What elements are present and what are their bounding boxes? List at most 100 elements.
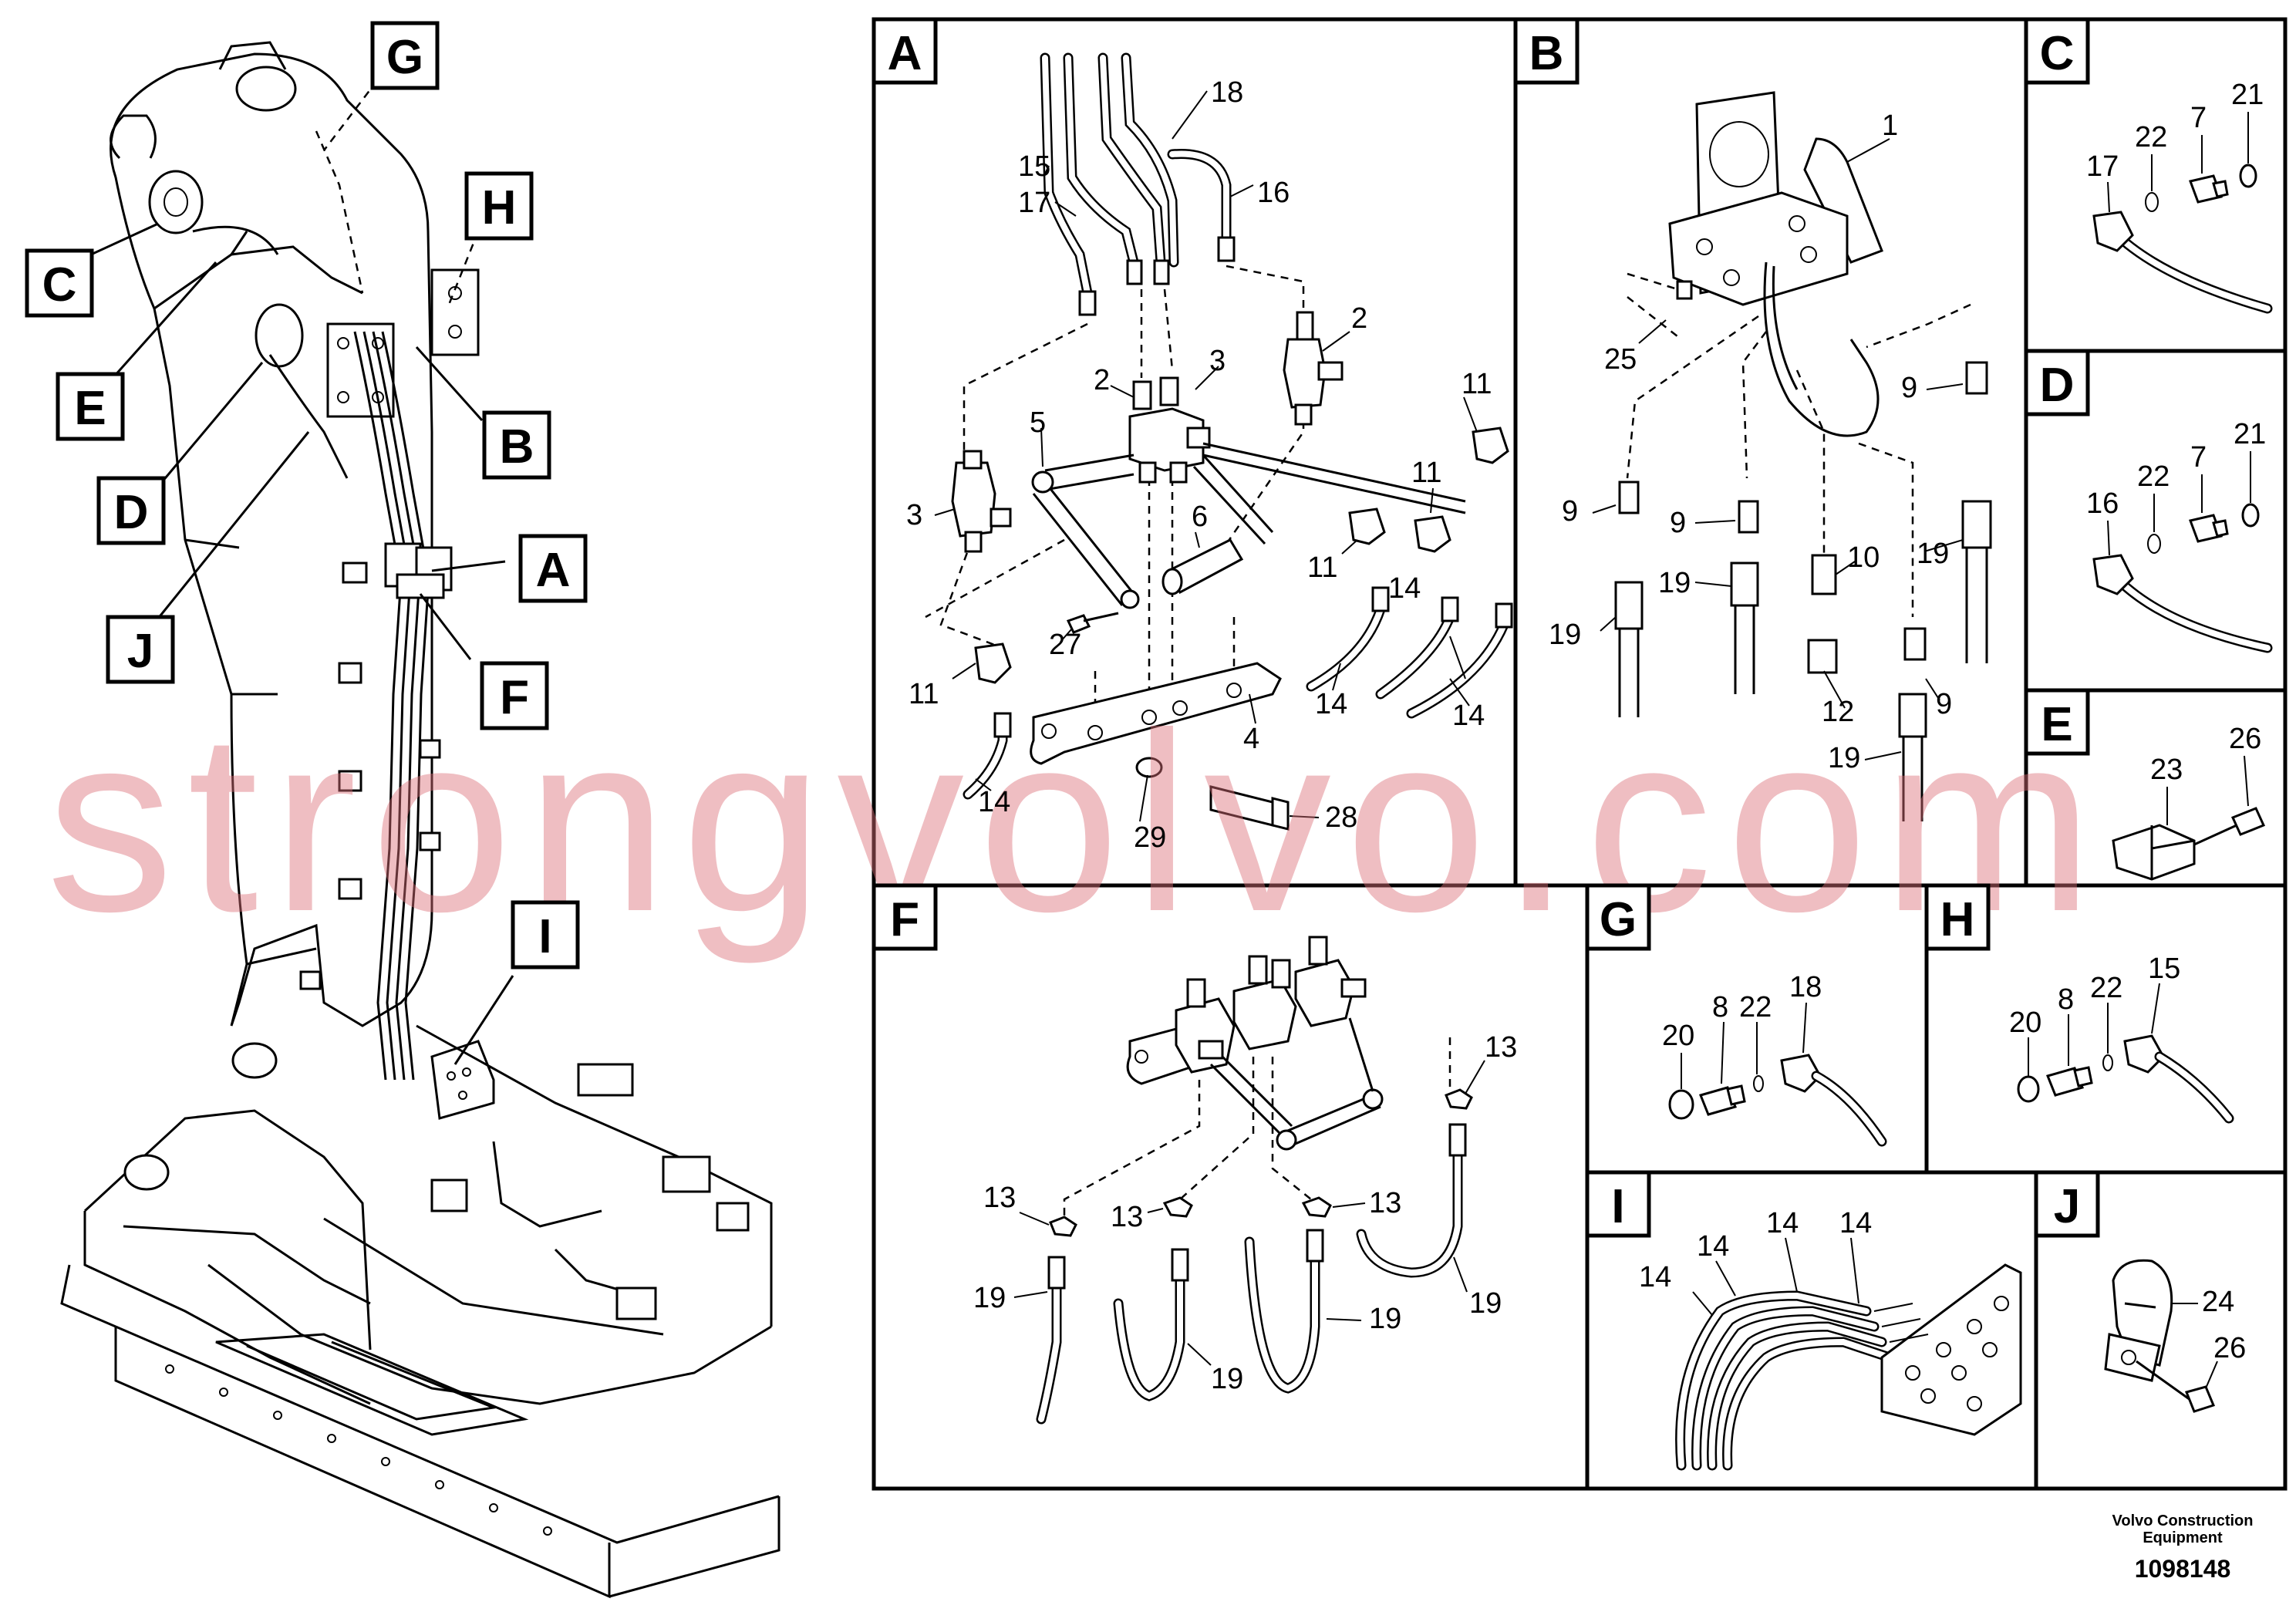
panel-j-drawing (2104, 1259, 2218, 1413)
callout-j[interactable]: J (106, 615, 175, 684)
part-label: 6 (1192, 501, 1208, 533)
part-label: 21 (2231, 79, 2264, 111)
panel-d-part-labels: 21 22 7 16 (2086, 418, 2266, 520)
part-label: 11 (1411, 457, 1441, 489)
part-label: 9 (1901, 372, 1917, 404)
part-label: 18 (1789, 971, 1822, 1003)
callout-e[interactable]: E (56, 372, 125, 441)
panel-b-tab[interactable]: B (1513, 17, 1580, 85)
panel-f-part-labels: 13 13 13 13 19 19 19 19 (973, 1031, 1517, 1395)
footer-company-line2: Equipment (2143, 1529, 2223, 1546)
part-label: 2 (1094, 364, 1110, 396)
part-label: 14 (1697, 1230, 1729, 1263)
panel-f-drawing (1013, 936, 1485, 1425)
part-label: 15 (1018, 150, 1050, 183)
part-label: 15 (2148, 953, 2180, 985)
svg-text:B: B (500, 420, 534, 474)
svg-text:I: I (1611, 1180, 1624, 1233)
svg-text:J: J (127, 625, 153, 678)
svg-text:H: H (1940, 893, 1975, 946)
svg-text:B: B (1529, 27, 1564, 80)
part-label: 25 (1604, 343, 1637, 376)
callout-f[interactable]: F (480, 661, 549, 730)
callout-c[interactable]: C (25, 248, 94, 318)
part-label: 14 (1452, 700, 1485, 732)
panel-c-part-labels: 21 22 7 17 (2086, 79, 2264, 183)
part-label: 14 (1315, 688, 1347, 720)
panel-i-part-labels: 14 14 14 14 (1639, 1207, 1872, 1293)
watermark-text: strongvolvo.com (46, 679, 2108, 966)
overview-callouts: G H C E B D A J F I (25, 21, 588, 969)
callout-h[interactable]: H (464, 171, 534, 241)
footer-block: Volvo Construction Equipment 1098148 (2112, 1512, 2254, 1583)
part-label: 13 (1485, 1031, 1517, 1064)
callout-g[interactable]: G (370, 21, 440, 90)
panel-f-tab[interactable]: F (872, 883, 938, 951)
part-label: 4 (1243, 723, 1259, 755)
callout-d[interactable]: D (96, 476, 166, 545)
part-label: 14 (1388, 572, 1421, 605)
panel-a-drawing (925, 52, 1513, 831)
part-label: 19 (1469, 1287, 1502, 1320)
callout-i[interactable]: I (511, 900, 580, 969)
panel-d-tab[interactable]: D (2024, 349, 2090, 416)
panel-j-part-labels: 24 26 (2202, 1286, 2246, 1364)
part-label: 19 (1369, 1303, 1401, 1335)
panel-e-tab[interactable]: E (2024, 688, 2090, 756)
svg-text:J: J (2054, 1180, 2080, 1233)
svg-text:D: D (114, 486, 149, 539)
part-label: 7 (2190, 102, 2207, 134)
part-label: 22 (1739, 991, 1772, 1023)
part-label: 20 (1662, 1020, 1694, 1052)
svg-text:C: C (2040, 27, 2075, 80)
callout-a[interactable]: A (518, 534, 588, 603)
part-label: 8 (2058, 983, 2074, 1016)
panel-i-tab[interactable]: I (1585, 1170, 1651, 1238)
part-label: 9 (1936, 688, 1952, 720)
svg-text:G: G (386, 31, 423, 84)
panel-g-part-labels: 18 8 22 20 (1662, 971, 1822, 1052)
part-label: 26 (2229, 723, 2261, 755)
part-label: 12 (1822, 696, 1854, 728)
svg-text:A: A (536, 544, 571, 597)
part-label: 19 (1549, 619, 1581, 651)
part-label: 18 (1211, 76, 1243, 109)
part-label: 19 (1828, 742, 1860, 774)
part-label: 29 (1134, 821, 1166, 854)
svg-text:G: G (1600, 893, 1637, 946)
panel-g-drawing (1668, 1002, 1887, 1147)
part-label: 3 (906, 499, 922, 531)
svg-text:A: A (888, 27, 922, 80)
svg-text:E: E (74, 382, 106, 435)
part-label: 22 (2135, 121, 2167, 153)
panel-h-tab[interactable]: H (1924, 883, 1991, 951)
footer-company-line1: Volvo Construction (2112, 1512, 2254, 1529)
panel-c-tab[interactable]: C (2024, 17, 2090, 85)
panel-a-tab[interactable]: A (872, 17, 938, 85)
panel-a-part-labels: 18 15 17 16 2 2 3 5 3 6 11 11 11 27 11 1… (906, 76, 1492, 854)
panel-g-tab[interactable]: G (1585, 883, 1651, 951)
panel-b-drawing (1592, 91, 1992, 821)
part-label: 17 (1018, 187, 1050, 219)
part-label: 14 (978, 786, 1010, 818)
part-label: 17 (2086, 150, 2119, 183)
part-label: 28 (1325, 801, 1357, 834)
part-label: 14 (1766, 1207, 1799, 1239)
callout-b[interactable]: B (482, 410, 551, 480)
panel-j-tab[interactable]: J (2034, 1170, 2100, 1238)
part-label: 7 (2190, 441, 2207, 474)
part-label: 2 (1351, 302, 1367, 335)
part-label: 20 (2009, 1007, 2041, 1039)
part-label: 8 (1712, 991, 1728, 1023)
part-label: 13 (983, 1182, 1016, 1214)
part-label: 19 (1211, 1363, 1243, 1395)
part-label: 13 (1111, 1201, 1143, 1233)
part-label: 11 (1462, 368, 1492, 400)
part-label: 11 (909, 678, 939, 710)
part-label: 22 (2090, 972, 2122, 1004)
part-label: 26 (2213, 1332, 2246, 1364)
panel-b-part-labels: 1 25 9 9 9 10 19 19 19 12 9 19 (1549, 110, 1952, 774)
part-label: 22 (2137, 460, 2170, 493)
part-label: 1 (1882, 110, 1898, 142)
